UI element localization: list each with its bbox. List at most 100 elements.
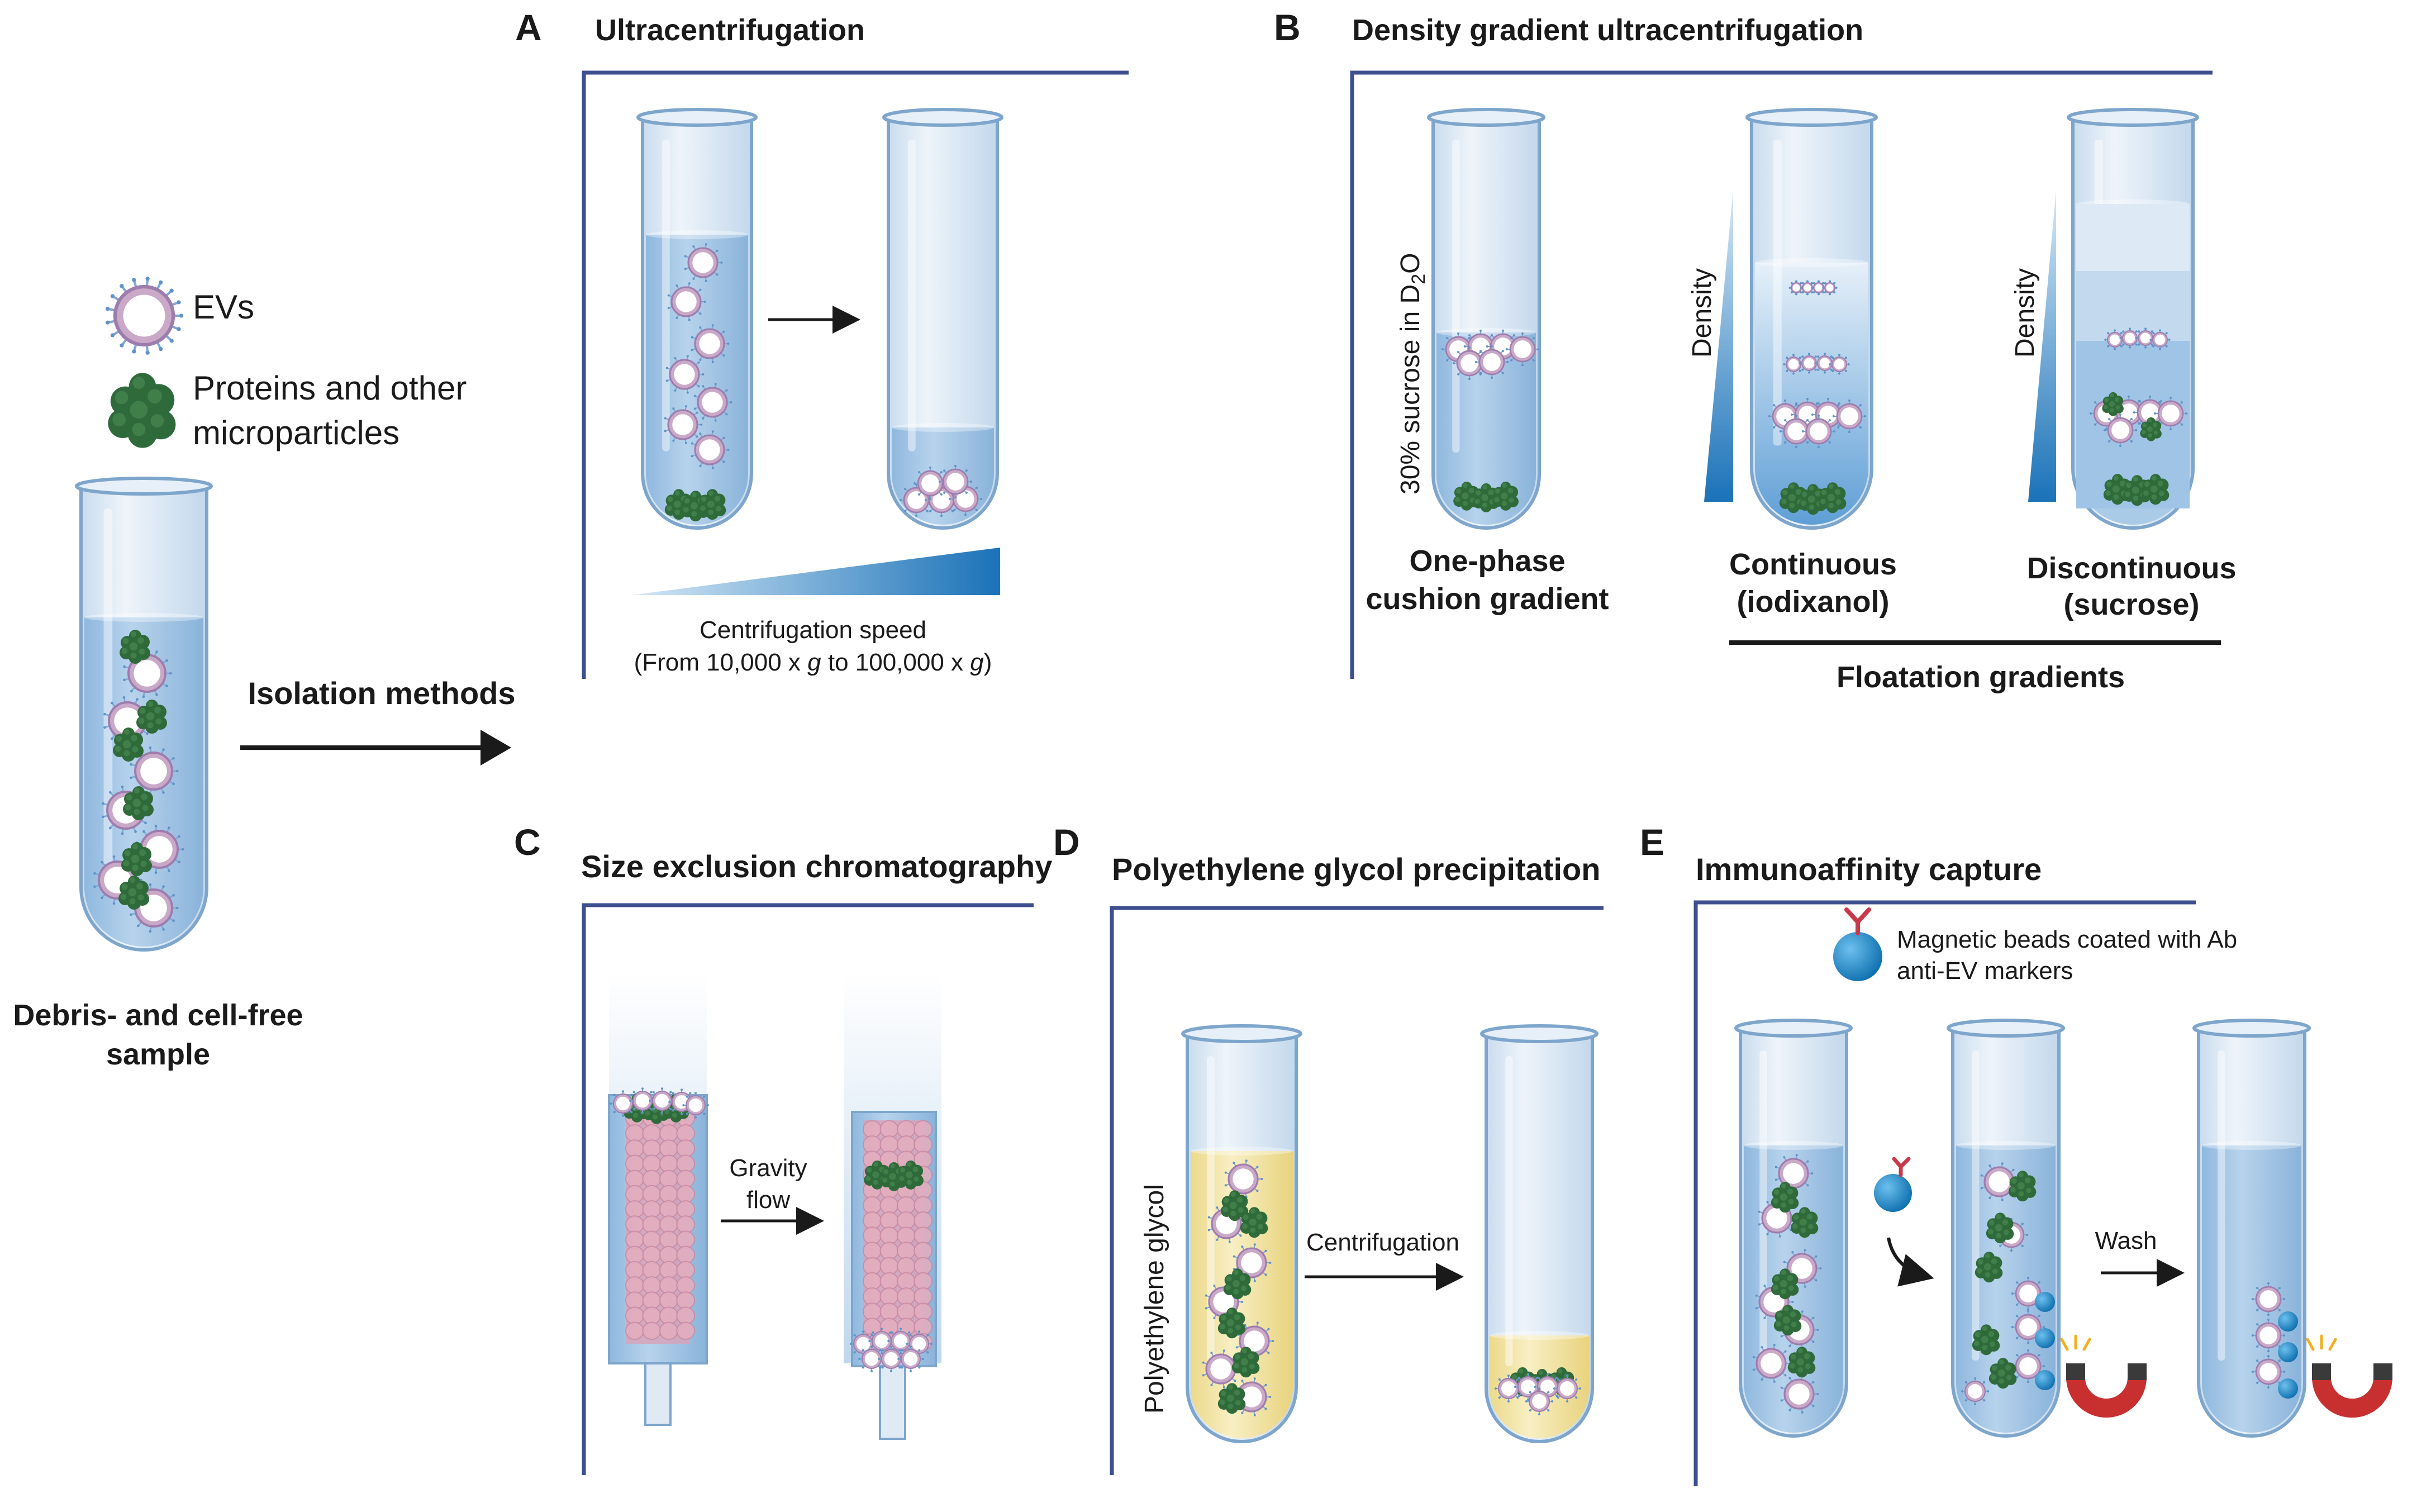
ev-vesicle	[899, 483, 934, 517]
protein-cluster	[2008, 1171, 2037, 1202]
ev-vesicle	[1774, 1154, 1814, 1193]
protein-cluster	[121, 842, 152, 876]
ev-vesicle	[629, 1087, 656, 1114]
test-tube	[1745, 108, 1878, 530]
protein-cluster	[1972, 1324, 2000, 1356]
ev-vesicle	[913, 466, 948, 501]
ev-vesicle	[1553, 1374, 1582, 1403]
test-tube	[882, 108, 1003, 530]
legend: EVs Proteins and other microparticles	[105, 277, 467, 451]
ev-vesicle	[667, 282, 706, 321]
ev-vesicle	[878, 1345, 905, 1372]
protein-cluster	[1790, 1207, 1819, 1238]
beads-label-line2: anti-EV markers	[1897, 957, 2073, 985]
ev-vesicle	[1752, 1344, 1791, 1383]
protein-cluster	[1773, 1305, 1802, 1336]
density-label-1: Density	[1687, 268, 1717, 358]
panel-b-title: Density gradient ultracentrifugation	[1352, 13, 1863, 47]
discontinuous-line1: Discontinuous	[2027, 551, 2237, 585]
protein-cluster	[1217, 1307, 1246, 1339]
beads-label-line1: Magnetic beads coated with Ab	[1897, 926, 2237, 953]
antibody-bead-icon	[1833, 907, 1882, 981]
protein-cluster	[136, 700, 167, 734]
protein-cluster	[2141, 474, 2170, 505]
test-tube	[636, 108, 758, 530]
protein-cluster	[1220, 1190, 1249, 1221]
protein-cluster	[1975, 1252, 2003, 1283]
panel-a-letter: A	[515, 7, 542, 48]
protein-cluster	[1787, 1347, 1816, 1378]
ev-vesicle	[610, 1090, 636, 1117]
ev-vesicle	[1474, 345, 1509, 379]
ev-vesicle	[2149, 329, 2171, 350]
protein-cluster	[118, 876, 149, 910]
continuous-line1: Continuous	[1729, 548, 1897, 581]
protein-cluster	[2102, 392, 2124, 416]
isolation-label: Isolation methods	[248, 676, 515, 711]
panel-d-title: Polyethylene glycol precipitation	[1112, 852, 1600, 887]
test-tube	[1181, 1024, 1302, 1443]
ev-vesicle	[2104, 329, 2125, 350]
protein-cluster	[1217, 1383, 1246, 1414]
protein-cluster	[897, 1160, 924, 1190]
gravity-line2: flow	[746, 1186, 790, 1214]
sec-resin	[625, 1109, 696, 1340]
protein-cluster	[1771, 1268, 1799, 1300]
ev-vesicle	[906, 1330, 933, 1357]
isolation-arrow: Isolation methods	[240, 676, 516, 765]
sample-label-line1: Debris- and cell-free	[13, 999, 303, 1032]
ev-vesicle	[693, 383, 732, 422]
ev-vesicle	[691, 430, 730, 469]
ev-vesicle	[1202, 1349, 1241, 1389]
ev-vesicle	[684, 243, 723, 282]
legend-evs-label: EVs	[193, 288, 254, 326]
ev-vesicle	[1779, 414, 1814, 449]
ev-vesicle	[850, 1330, 877, 1357]
test-tube	[1427, 108, 1545, 530]
continuous-line2: (iodixanol)	[1737, 585, 1890, 619]
protein-cluster	[1492, 481, 1519, 511]
protein-cluster	[1988, 1358, 2017, 1389]
protein-icon	[108, 373, 176, 448]
gravity-line1: Gravity	[729, 1154, 807, 1182]
panel-d-letter: D	[1053, 821, 1080, 863]
ev-vesicle	[2251, 1354, 2286, 1389]
ev-vesicle	[1233, 1243, 1272, 1282]
panel-d: D Polyethylene glycol precipitation Poly…	[1053, 821, 1604, 1475]
ev-vesicle	[887, 1328, 914, 1354]
protein-cluster	[120, 630, 150, 664]
legend-proteins-line2: microparticles	[193, 414, 399, 451]
one-phase-line1: One-phase	[1409, 544, 1565, 578]
protein-cluster	[1240, 1207, 1268, 1238]
ev-vesicle	[1233, 1377, 1272, 1416]
one-phase-line2: cushion gradient	[1366, 582, 1609, 616]
ev-vesicle	[1514, 1372, 1543, 1401]
floatation-label: Floatation gradients	[1837, 660, 2125, 694]
ev-vesicle	[938, 464, 973, 499]
sample-label-line2: sample	[106, 1038, 210, 1071]
ev-vesicle	[1822, 280, 1838, 296]
magnet-icon	[2306, 1334, 2392, 1418]
ev-vesicle	[123, 648, 172, 698]
ev-vesicle	[1525, 1387, 1554, 1416]
peg-axis-label: Polyethylene glycol	[1140, 1184, 1169, 1414]
ev-vesicle	[649, 1087, 675, 1114]
protein-cluster	[1771, 1182, 1799, 1213]
ev-vesicle	[2011, 1349, 2045, 1383]
ev-vesicle	[1829, 354, 1850, 375]
ev-vesicle	[2251, 1318, 2286, 1353]
protein-cluster	[1818, 482, 1847, 513]
ev-vesicle	[664, 405, 703, 444]
ev-vesicle	[1224, 1159, 1263, 1199]
ev-vesicle	[1780, 1375, 1819, 1414]
centrifugation-label: Centrifugation	[1306, 1229, 1459, 1256]
sample-tube: Debris- and cell-free sample	[13, 477, 303, 1071]
ev-vesicle	[897, 1345, 924, 1372]
density-label-2: Density	[2010, 268, 2040, 358]
ev-vesicle	[1505, 332, 1540, 367]
speed-range: (From 10,000 x g to 100,000 x g)	[634, 649, 992, 676]
protein-cluster	[113, 728, 144, 762]
ev-icon	[105, 277, 184, 355]
panel-b-letter: B	[1274, 7, 1301, 48]
incoming-bead-icon	[1874, 1157, 1912, 1212]
